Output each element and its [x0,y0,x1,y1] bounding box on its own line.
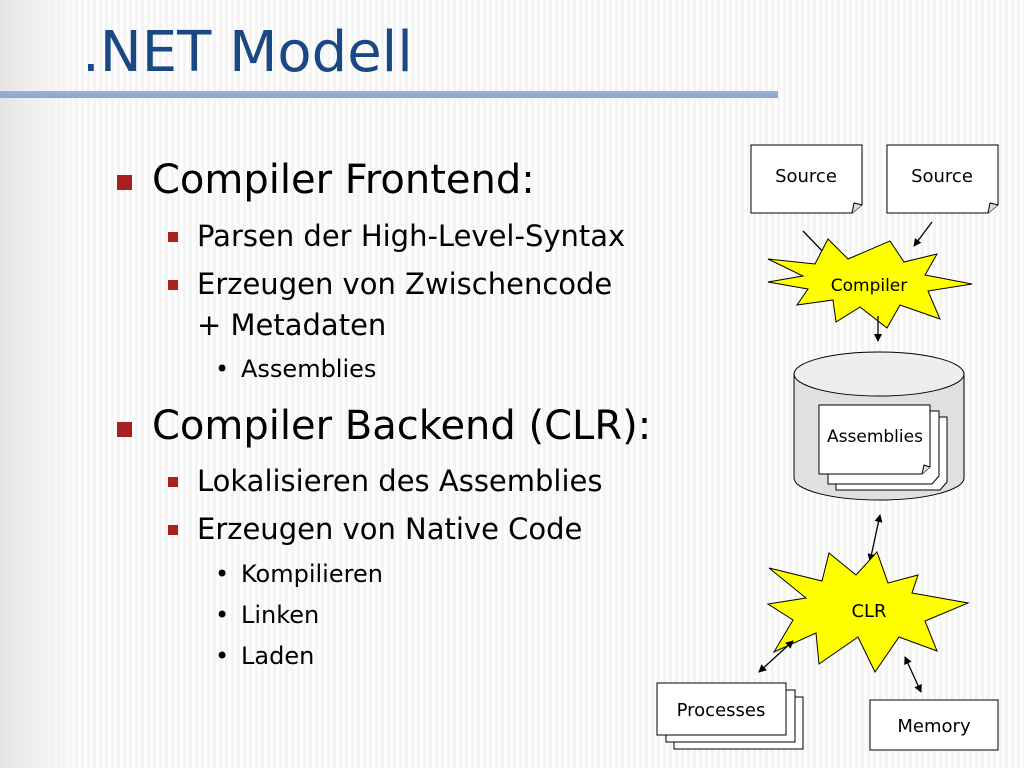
arrow-source2-compiler [913,221,933,247]
bullet-square-icon [168,477,178,487]
bullet-lokalisieren: Lokalisieren des Assemblies [197,464,603,498]
source-document-2: Source [886,144,999,214]
bullet-square-icon [117,175,132,190]
bullet-dot-icon: • [215,642,230,670]
compiler-starburst: Compiler [767,238,973,329]
assemblies-cylinder: Assemblies [793,351,965,501]
bullet-metadaten: + Metadaten [197,308,387,342]
bullet-backend-heading: Compiler Backend (CLR): [152,403,652,449]
bullet-dot-icon: • [215,560,230,588]
compiler-label: Compiler [831,276,908,296]
assemblies-label: Assemblies [827,427,923,447]
bullet-linken: Linken [241,601,320,629]
title-underline [0,91,778,98]
clr-starburst: CLR [766,551,970,673]
memory-label: Memory [897,716,971,737]
source-document-1: Source [750,144,863,214]
clr-label: CLR [851,601,886,622]
bullet-parsen: Parsen der High-Level-Syntax [197,219,626,253]
bullet-square-icon [168,232,178,242]
bullet-square-icon [168,525,178,535]
bullet-kompilieren: Kompilieren [241,560,383,588]
bullet-frontend-heading: Compiler Frontend: [152,157,535,203]
bullet-assemblies: Assemblies [241,355,377,383]
bullet-laden: Laden [241,642,315,670]
bullet-square-icon [117,422,132,437]
memory-box: Memory [869,699,999,751]
bullet-dot-icon: • [215,355,230,383]
processes-label: Processes [677,700,766,721]
source-label-1: Source [775,166,837,187]
processes-stack: Processes [656,682,804,750]
arrow-clr-processes [758,640,794,673]
bullet-erzeugen-zwischencode: Erzeugen von Zwischencode [197,267,613,301]
bullet-dot-icon: • [215,601,230,629]
slide-title: .NET Modell [82,20,413,85]
bullet-square-icon [168,280,178,290]
arrow-assemblies-clr [867,514,883,562]
bullet-native-code: Erzeugen von Native Code [197,512,583,546]
source-label-2: Source [911,166,973,187]
arrow-clr-memory [904,656,922,693]
